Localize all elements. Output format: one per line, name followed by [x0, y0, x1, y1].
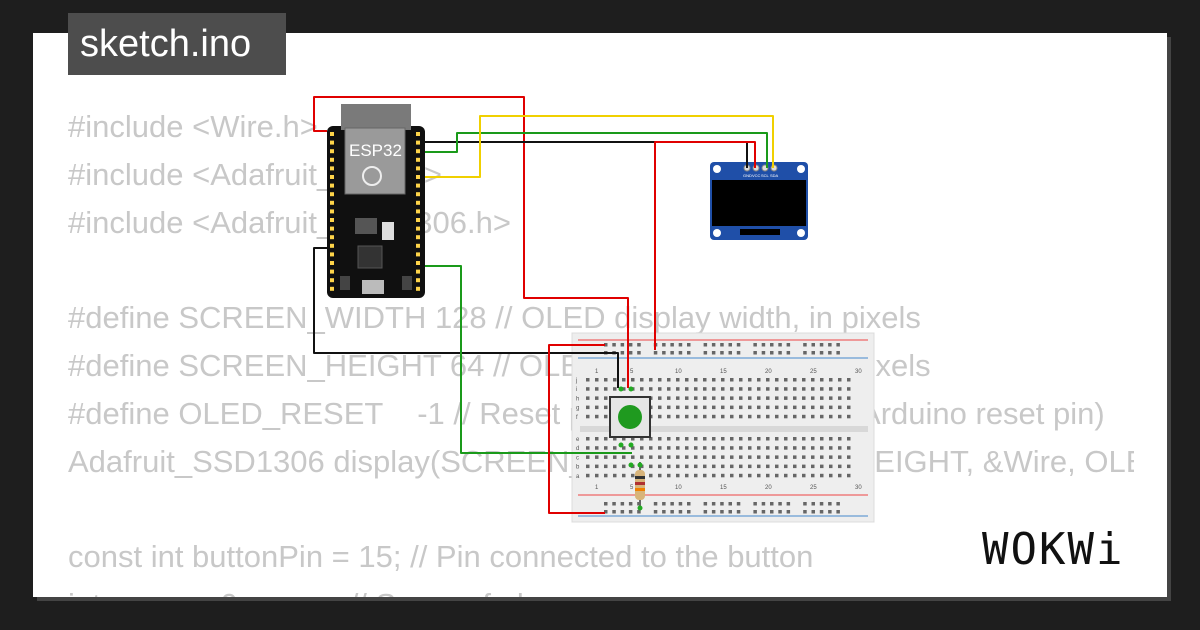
column-number: 20: [765, 369, 772, 375]
esp32-pins-right: [416, 132, 420, 291]
column-number: 20: [765, 485, 772, 491]
row-letter: i: [576, 387, 577, 393]
code-line: int score = 0; // Score of player: [68, 581, 1134, 597]
wire-yellow-oled-sda: [425, 115, 774, 178]
column-number: 25: [810, 369, 817, 375]
button-cap[interactable]: [618, 405, 642, 429]
wire-black-oled-gnd: [425, 141, 748, 168]
file-name-tab[interactable]: sketch.ino: [68, 13, 286, 75]
code-line: const int buttonPin = 15; // Pin connect…: [68, 539, 814, 575]
code-editor: #include <Wire.h>#include <Adafruit_GFX.…: [68, 103, 1134, 597]
connection-dots: [618, 386, 643, 511]
wire-red-oled-vcc: [654, 141, 756, 350]
usb-port-icon: [362, 280, 384, 294]
column-number: 15: [720, 369, 727, 375]
oled-pin-label: SDA: [770, 173, 779, 178]
esp32-label: ESP32: [349, 141, 402, 160]
row-letter: e: [576, 437, 580, 443]
column-number: 5: [630, 485, 634, 491]
espressif-logo-icon: [362, 166, 382, 186]
column-number: 1: [595, 485, 599, 491]
column-number: 30: [855, 485, 862, 491]
column-number: 10: [675, 485, 682, 491]
row-letter: g: [576, 406, 579, 412]
wokwi-logo: WOKWi: [974, 522, 1133, 578]
row-letter: d: [576, 446, 579, 452]
oled-pin-label: SCL: [761, 173, 770, 178]
oled-pin-label: GND: [743, 173, 752, 178]
wire-red-1: [313, 96, 629, 388]
esp32-board[interactable]: ESP32: [327, 104, 425, 298]
row-letter: f: [576, 415, 578, 421]
row-letter: c: [576, 455, 579, 461]
row-letter: h: [576, 396, 579, 402]
column-number: 1: [595, 369, 599, 375]
column-number: 5: [630, 369, 634, 375]
resistor: [635, 462, 645, 508]
wires: [313, 96, 774, 514]
oled-pin-label: VCC: [752, 173, 761, 178]
row-letter: a: [576, 474, 580, 480]
column-number: 25: [810, 485, 817, 491]
column-number: 15: [720, 485, 727, 491]
code-line: #include <Wire.h>: [68, 109, 318, 144]
row-letter: b: [576, 465, 580, 471]
column-number: 30: [855, 369, 862, 375]
oled-screen: [712, 180, 806, 226]
wire-red-rail: [548, 344, 605, 514]
wire-black-gnd: [313, 247, 619, 388]
row-letter: j: [575, 378, 577, 384]
pushbutton[interactable]: [609, 396, 651, 438]
column-number: 10: [675, 369, 682, 375]
wire-green-oled-scl: [425, 132, 768, 168]
wire-green-button: [425, 265, 632, 454]
esp32-pins-left: [330, 132, 334, 291]
